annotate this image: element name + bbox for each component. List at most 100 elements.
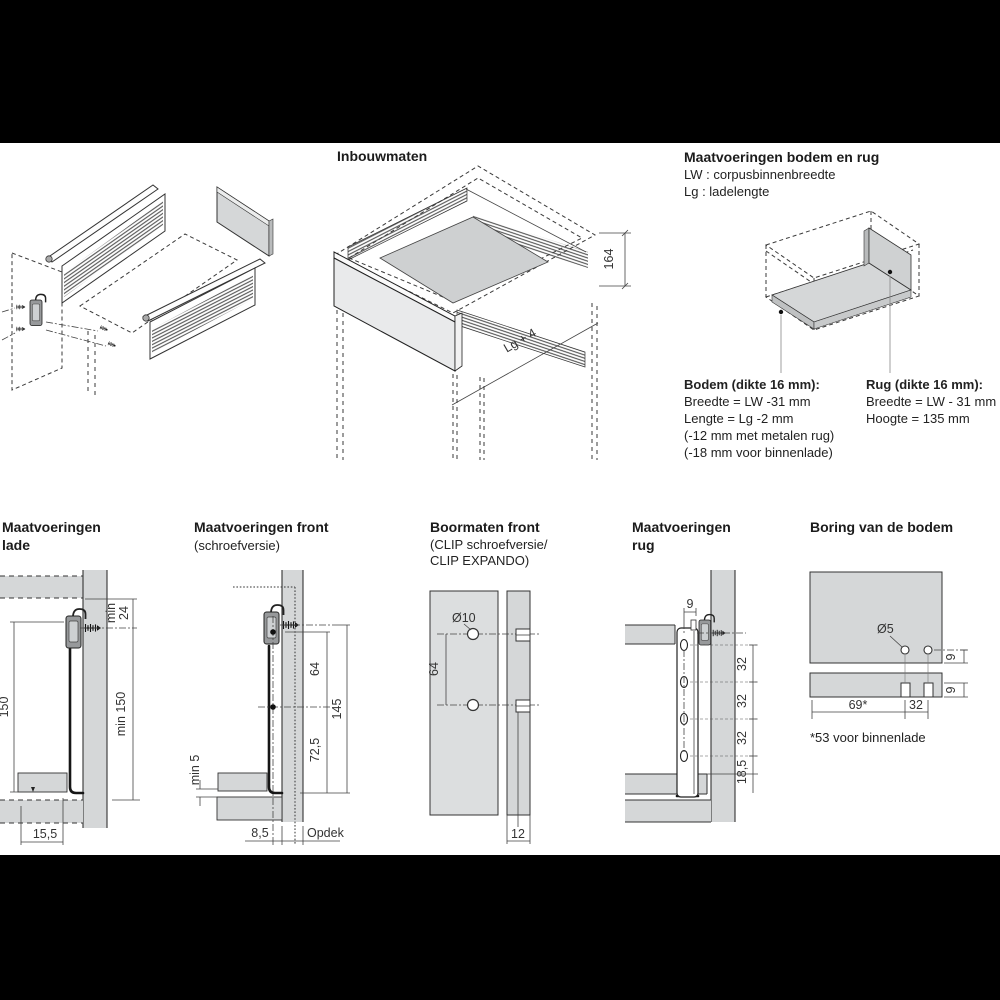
drill-slot <box>923 682 934 698</box>
dashed-drawer-box <box>764 210 921 331</box>
rug-line: Breedte = LW - 31 mm <box>866 394 996 409</box>
section-title: Maatvoeringen <box>632 519 731 535</box>
drawer-side-profile <box>267 644 284 795</box>
section-maatvoeringen-rug: Maatvoeringen rug 9 32 32 32 18,5 <box>625 519 758 823</box>
section-boormaten-front: Boormaten front (CLIP schroefversie/ CLI… <box>427 519 548 844</box>
section-bodem-en-rug: Maatvoeringen bodem en rug LW : corpusbi… <box>684 149 996 460</box>
dim-32: 32 <box>909 698 923 712</box>
section-title-line2: rug <box>632 537 655 553</box>
dim-opdek: Opdek <box>307 826 345 840</box>
section-title: Maatvoeringen front <box>194 519 329 535</box>
drawer-bottom-bar <box>217 772 268 792</box>
dim-18-5: 18,5 <box>735 760 749 784</box>
drill-slot <box>900 682 911 698</box>
rug-line: Hoogte = 135 mm <box>866 411 970 426</box>
bodem-heading: Bodem (dikte 16 mm): <box>684 377 820 392</box>
roller-icon <box>142 314 150 322</box>
dim-32: 32 <box>735 694 749 708</box>
drill-hole <box>900 645 910 655</box>
rail-hole <box>679 749 689 763</box>
screw-position-dot <box>270 629 276 635</box>
section-boring-bodem: Boring van de bodem Ø5 9 9 69* 32 *53 vo… <box>809 519 968 745</box>
rail-hole <box>679 638 689 652</box>
cabinet-top-bar <box>625 625 675 644</box>
bodem-line: Lengte = Lg -2 mm <box>684 411 793 426</box>
front-side-panel-perforation <box>152 275 253 353</box>
dim-64: 64 <box>427 662 441 676</box>
section-maatvoeringen-front: Maatvoeringen front (schroefversie) 64 1… <box>188 519 350 845</box>
section-title: Inbouwmaten <box>337 148 427 164</box>
dim-69: 69* <box>849 698 868 712</box>
dim-min5: min 5 <box>188 755 202 786</box>
drawer-side-profile <box>68 620 85 795</box>
dim-12: 12 <box>511 827 525 841</box>
dim-min24-value: 24 <box>117 606 131 620</box>
right-wall-perforation <box>473 215 588 268</box>
dim-9: 9 <box>687 597 694 611</box>
bodem-line: (-18 mm voor binnenlade) <box>684 445 833 460</box>
bodem-top-view <box>809 571 943 664</box>
cabinet-bottom-panel <box>216 796 283 821</box>
drawer-bottom-bar <box>17 772 68 793</box>
rear-side-panel-perforation <box>64 201 163 297</box>
roller-icon <box>45 255 53 263</box>
footnote: *53 voor binnenlade <box>810 730 926 745</box>
section-title-line2: lade <box>2 537 30 553</box>
leader-lines <box>780 276 891 373</box>
dim-150: 150 <box>0 697 11 718</box>
cabinet-back-panel <box>711 570 735 822</box>
dashed-cabinet-outline <box>333 165 597 314</box>
dim-64: 64 <box>308 662 322 676</box>
section-maatvoeringen-lade: Maatvoeringen lade min 24 min 150 150 15… <box>0 519 140 845</box>
drill-hole <box>923 645 933 655</box>
length-dimension-line <box>451 322 599 406</box>
screw-position-dot <box>270 704 276 710</box>
section-subtitle-line2: CLIP EXPANDO) <box>430 553 529 568</box>
section-title: Boring van de bodem <box>810 519 953 535</box>
bodem-side-view <box>809 672 943 698</box>
rug-marker-dot <box>887 269 893 275</box>
front-panel <box>282 570 303 822</box>
section-subtitle: (schroefversie) <box>194 538 280 553</box>
bodem-line: Breedte = LW -31 mm <box>684 394 811 409</box>
dim-9: 9 <box>944 653 958 660</box>
rail-tab <box>690 619 697 631</box>
rug-panel <box>868 227 912 291</box>
rug-heading: Rug (dikte 16 mm): <box>866 377 983 392</box>
section-title: Maatvoeringen bodem en rug <box>684 149 879 165</box>
left-wall-perforation <box>347 187 468 261</box>
dim-min150: min 150 <box>114 692 128 737</box>
section-title: Boormaten front <box>430 519 540 535</box>
dashed-drawer-bottom-outline <box>79 233 238 334</box>
dim-8-5: 8,5 <box>251 826 268 840</box>
dim-164: 164 <box>602 249 616 270</box>
bodem-line: (-12 mm met metalen rug) <box>684 428 834 443</box>
dim-32: 32 <box>735 731 749 745</box>
drill-hole <box>466 627 480 641</box>
legend-lg: Lg : ladelengte <box>684 184 769 199</box>
dashed-front-panel-outline <box>11 252 63 391</box>
dashed-cabinet-sides <box>336 303 598 460</box>
exploded-view-drawing <box>1 184 274 396</box>
dim-145: 145 <box>330 699 344 720</box>
drawer-bottom-surface <box>379 216 549 304</box>
legend-lw: LW : corpusbinnenbreedte <box>684 167 836 182</box>
dim-9: 9 <box>944 686 958 693</box>
drill-hole <box>466 698 480 712</box>
cabinet-bottom-dashed <box>0 799 83 824</box>
bodem-marker-dot <box>778 309 784 315</box>
back-panel-rail <box>676 627 699 798</box>
section-subtitle-line1: (CLIP schroefversie/ <box>430 537 548 552</box>
dim-dia10: Ø10 <box>452 611 476 625</box>
dim-72-5: 72,5 <box>308 738 322 762</box>
front-panel-face-view <box>429 590 499 816</box>
dim-min24-word: min <box>104 603 118 623</box>
cabinet-bottom-panel <box>625 800 711 822</box>
dim-15-5: 15,5 <box>33 827 57 841</box>
section-inbouwmaten: Inbouwmaten Lg + 4 164 <box>333 148 631 460</box>
section-title: Maatvoeringen <box>2 519 101 535</box>
opdek-dotted-line <box>233 586 296 845</box>
cabinet-top-dashed <box>0 575 83 599</box>
